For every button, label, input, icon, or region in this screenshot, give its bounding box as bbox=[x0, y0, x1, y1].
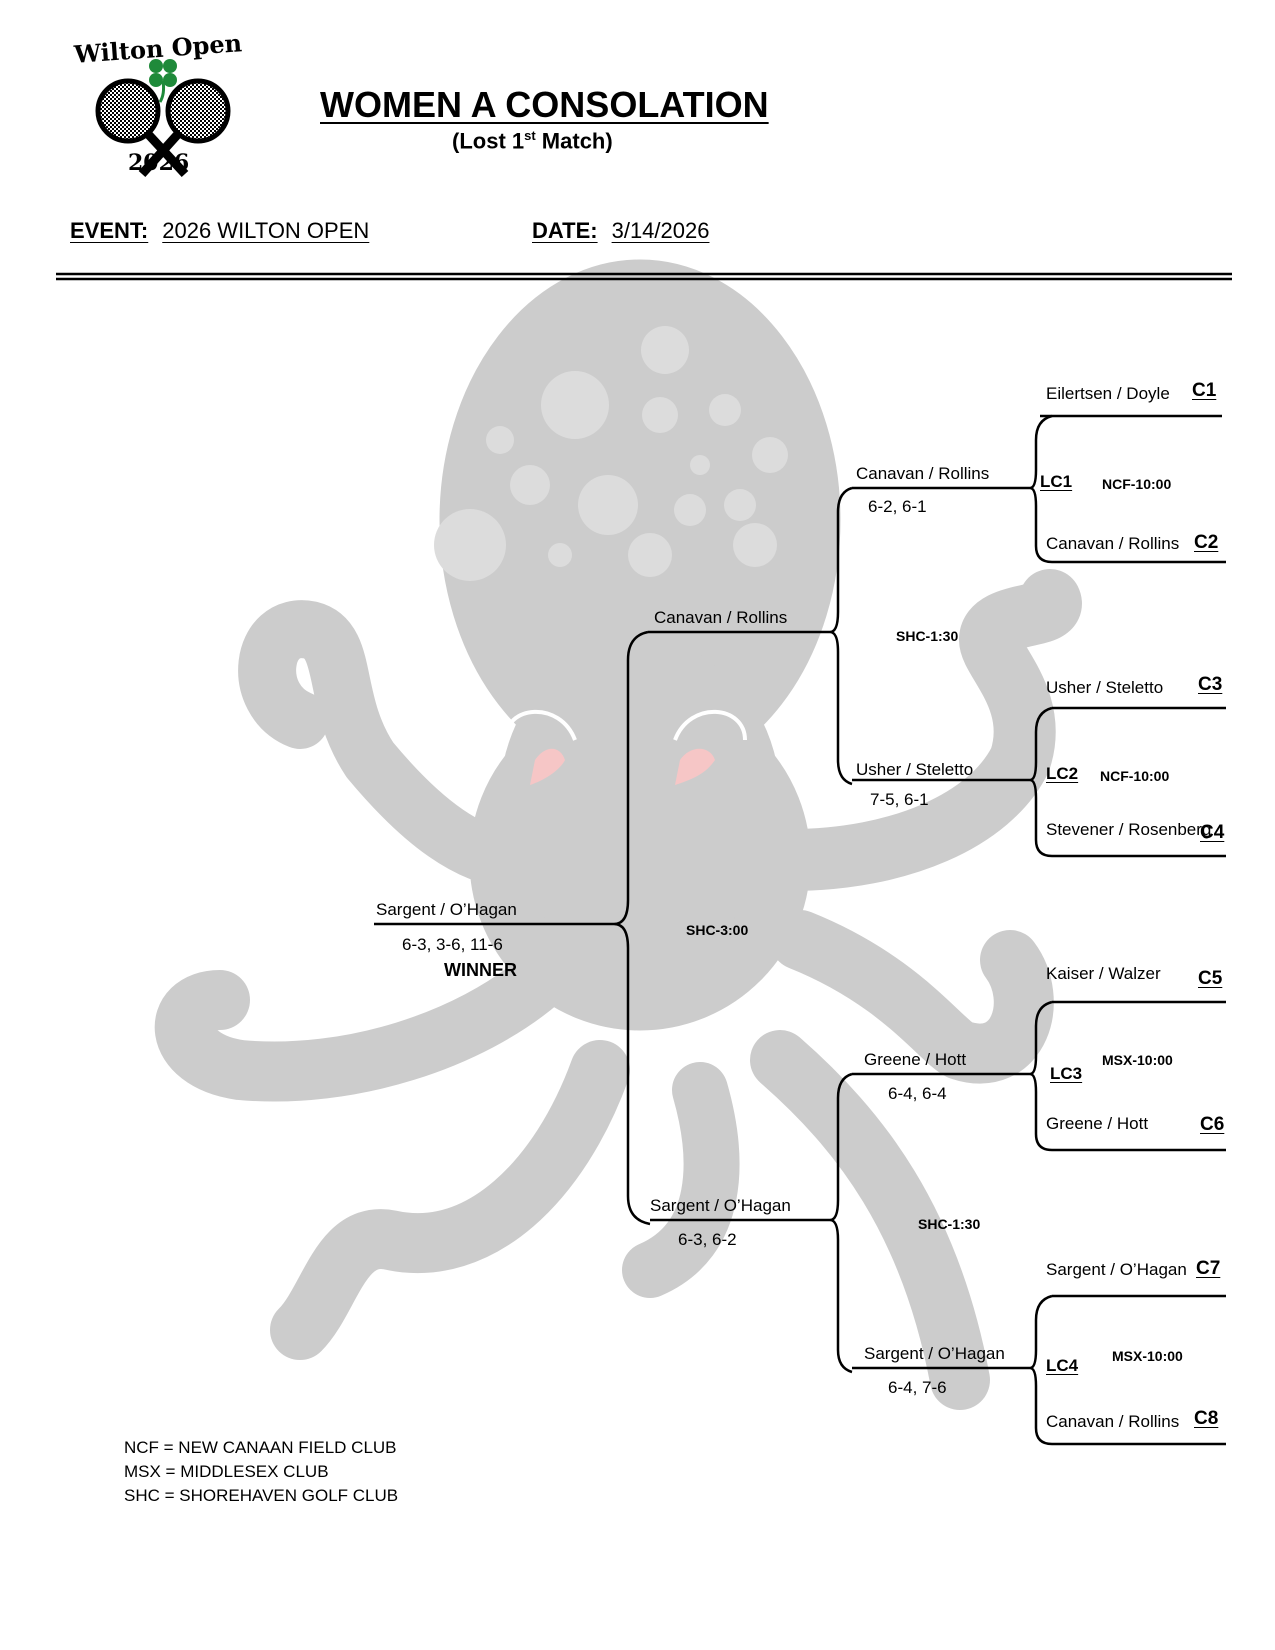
round1-team-2: Canavan / Rollins bbox=[1046, 534, 1179, 554]
sf-score-2: 6-3, 6-2 bbox=[678, 1230, 737, 1250]
round1-code-4: C4 bbox=[1200, 822, 1224, 844]
round1-team-7: Sargent / O’Hagan bbox=[1046, 1260, 1187, 1280]
sf-schedule-2: SHC-1:30 bbox=[918, 1216, 980, 1232]
logo-year: 2026 bbox=[128, 150, 189, 176]
round1-code-5: C5 bbox=[1198, 968, 1222, 990]
round1-code-8: C8 bbox=[1194, 1408, 1218, 1430]
round1-code-2: C2 bbox=[1194, 532, 1218, 554]
round1-code-6: C6 bbox=[1200, 1114, 1224, 1136]
match-code-lc3: LC3 bbox=[1050, 1064, 1082, 1084]
final-team: Sargent / O’Hagan bbox=[376, 900, 517, 920]
match-schedule-lc1: NCF-10:00 bbox=[1102, 476, 1171, 492]
qf-score-2: 7-5, 6-1 bbox=[870, 790, 929, 810]
match-schedule-lc3: MSX-10:00 bbox=[1102, 1052, 1173, 1068]
qf-score-1: 6-2, 6-1 bbox=[868, 497, 927, 517]
date-field: DATE: 3/14/2026 bbox=[532, 218, 709, 244]
qf-team-2: Usher / Steletto bbox=[856, 760, 973, 780]
match-schedule-lc4: MSX-10:00 bbox=[1112, 1348, 1183, 1364]
sf-team-1: Canavan / Rollins bbox=[654, 608, 787, 628]
round1-team-3: Usher / Steletto bbox=[1046, 678, 1163, 698]
final-schedule: SHC-3:00 bbox=[686, 922, 748, 938]
sf-team-2: Sargent / O’Hagan bbox=[650, 1196, 791, 1216]
match-schedule-lc2: NCF-10:00 bbox=[1100, 768, 1169, 784]
round1-team-8: Canavan / Rollins bbox=[1046, 1412, 1179, 1432]
match-code-lc4: LC4 bbox=[1046, 1356, 1078, 1376]
round1-code-7: C7 bbox=[1196, 1258, 1220, 1280]
legend-item-shc: SHC = SHOREHAVEN GOLF CLUB bbox=[124, 1486, 398, 1506]
round1-team-6: Greene / Hott bbox=[1046, 1114, 1148, 1134]
event-field: EVENT: 2026 WILTON OPEN bbox=[70, 218, 369, 244]
date-value: 3/14/2026 bbox=[612, 218, 710, 243]
qf-team-4: Sargent / O’Hagan bbox=[864, 1344, 1005, 1364]
round1-team-4: Stevener / Rosenberg bbox=[1046, 820, 1211, 840]
qf-team-3: Greene / Hott bbox=[864, 1050, 966, 1070]
legend-item-msx: MSX = MIDDLESEX CLUB bbox=[124, 1462, 329, 1482]
date-label: DATE: bbox=[532, 218, 598, 243]
match-code-lc2: LC2 bbox=[1046, 764, 1078, 784]
round1-team-1: Eilertsen / Doyle bbox=[1046, 384, 1170, 404]
final-score: 6-3, 3-6, 11-6 bbox=[402, 935, 503, 955]
qf-score-4: 6-4, 7-6 bbox=[888, 1378, 947, 1398]
page-subtitle: (Lost 1st Match) bbox=[452, 128, 613, 154]
page-title: WOMEN A CONSOLATION bbox=[320, 84, 769, 126]
event-value: 2026 WILTON OPEN bbox=[162, 218, 369, 243]
match-code-lc1: LC1 bbox=[1040, 472, 1072, 492]
sf-schedule-1: SHC-1:30 bbox=[896, 628, 958, 644]
qf-score-3: 6-4, 6-4 bbox=[888, 1084, 947, 1104]
winner-label: WINNER bbox=[444, 960, 517, 981]
qf-team-1: Canavan / Rollins bbox=[856, 464, 989, 484]
legend-item-ncf: NCF = NEW CANAAN FIELD CLUB bbox=[124, 1438, 397, 1458]
event-label: EVENT: bbox=[70, 218, 148, 243]
wilton-open-logo: Wilton Open 2026 bbox=[70, 26, 250, 191]
round1-code-3: C3 bbox=[1198, 674, 1222, 696]
round1-code-1: C1 bbox=[1192, 380, 1216, 402]
round1-team-5: Kaiser / Walzer bbox=[1046, 964, 1161, 984]
